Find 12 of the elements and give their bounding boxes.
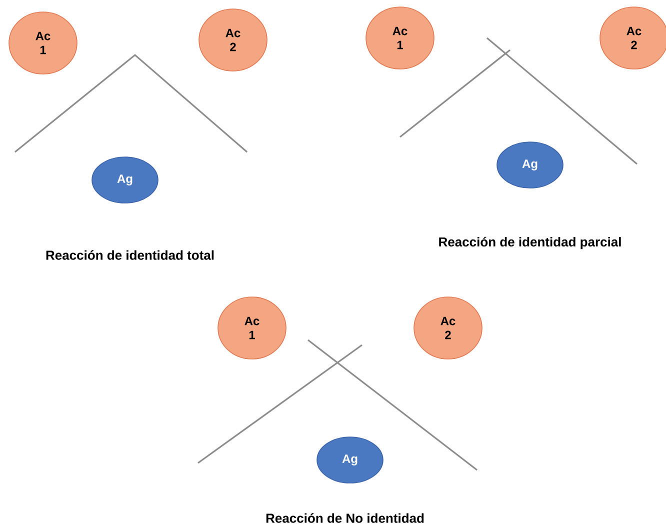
antigen-well: Ag xyxy=(316,436,384,484)
antibody-well: Ac 2 xyxy=(414,296,482,360)
antibody-well: Ac 2 xyxy=(198,8,268,72)
antibody-well: Ac 1 xyxy=(218,296,286,360)
antibody-well: Ac 1 xyxy=(366,6,434,70)
antibody-well: Ac 1 xyxy=(8,12,78,74)
antigen-well: Ag xyxy=(92,156,158,204)
antibody-well: Ac 2 xyxy=(600,6,666,70)
antigen-well: Ag xyxy=(496,142,564,188)
caption: Reacción de identidad parcial xyxy=(439,236,621,250)
caption: Reacción de No identidad xyxy=(266,513,424,523)
caption: Reacción de identidad total xyxy=(46,250,214,260)
